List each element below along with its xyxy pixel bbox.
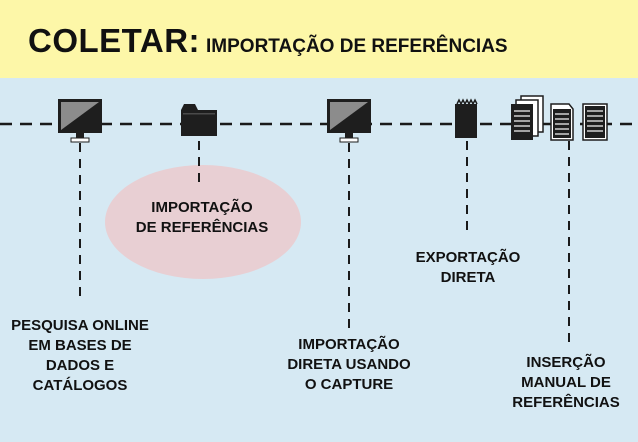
node-label-online-search: PESQUISA ONLINE EM BASES DE DADOS E CATÁ…: [11, 317, 149, 394]
title-sub: IMPORTAÇÃO DE REFERÊNCIAS: [206, 36, 508, 57]
document-icon: [455, 98, 478, 138]
highlight-bubble: [105, 165, 301, 279]
title-main: COLETAR:: [28, 22, 201, 59]
folder-icon: [181, 104, 217, 136]
document-stack-icon: [511, 95, 608, 141]
node-label-manual-entry: INSERÇÃO MANUAL DE REFERÊNCIAS: [512, 354, 620, 411]
monitor-icon: [327, 99, 371, 143]
page-title: COLETAR:IMPORTAÇÃO DE REFERÊNCIAS: [28, 22, 508, 60]
header-bar: COLETAR:IMPORTAÇÃO DE REFERÊNCIAS: [0, 0, 638, 78]
node-label-reference-import: IMPORTAÇÃO DE REFERÊNCIAS: [135, 199, 269, 236]
node-label-direct-export: EXPORTAÇÃO DIRETA: [415, 249, 521, 286]
monitor-icon: [58, 99, 102, 143]
node-label-capture-import: IMPORTAÇÃO DIRETA USANDO O CAPTURE: [287, 336, 411, 393]
